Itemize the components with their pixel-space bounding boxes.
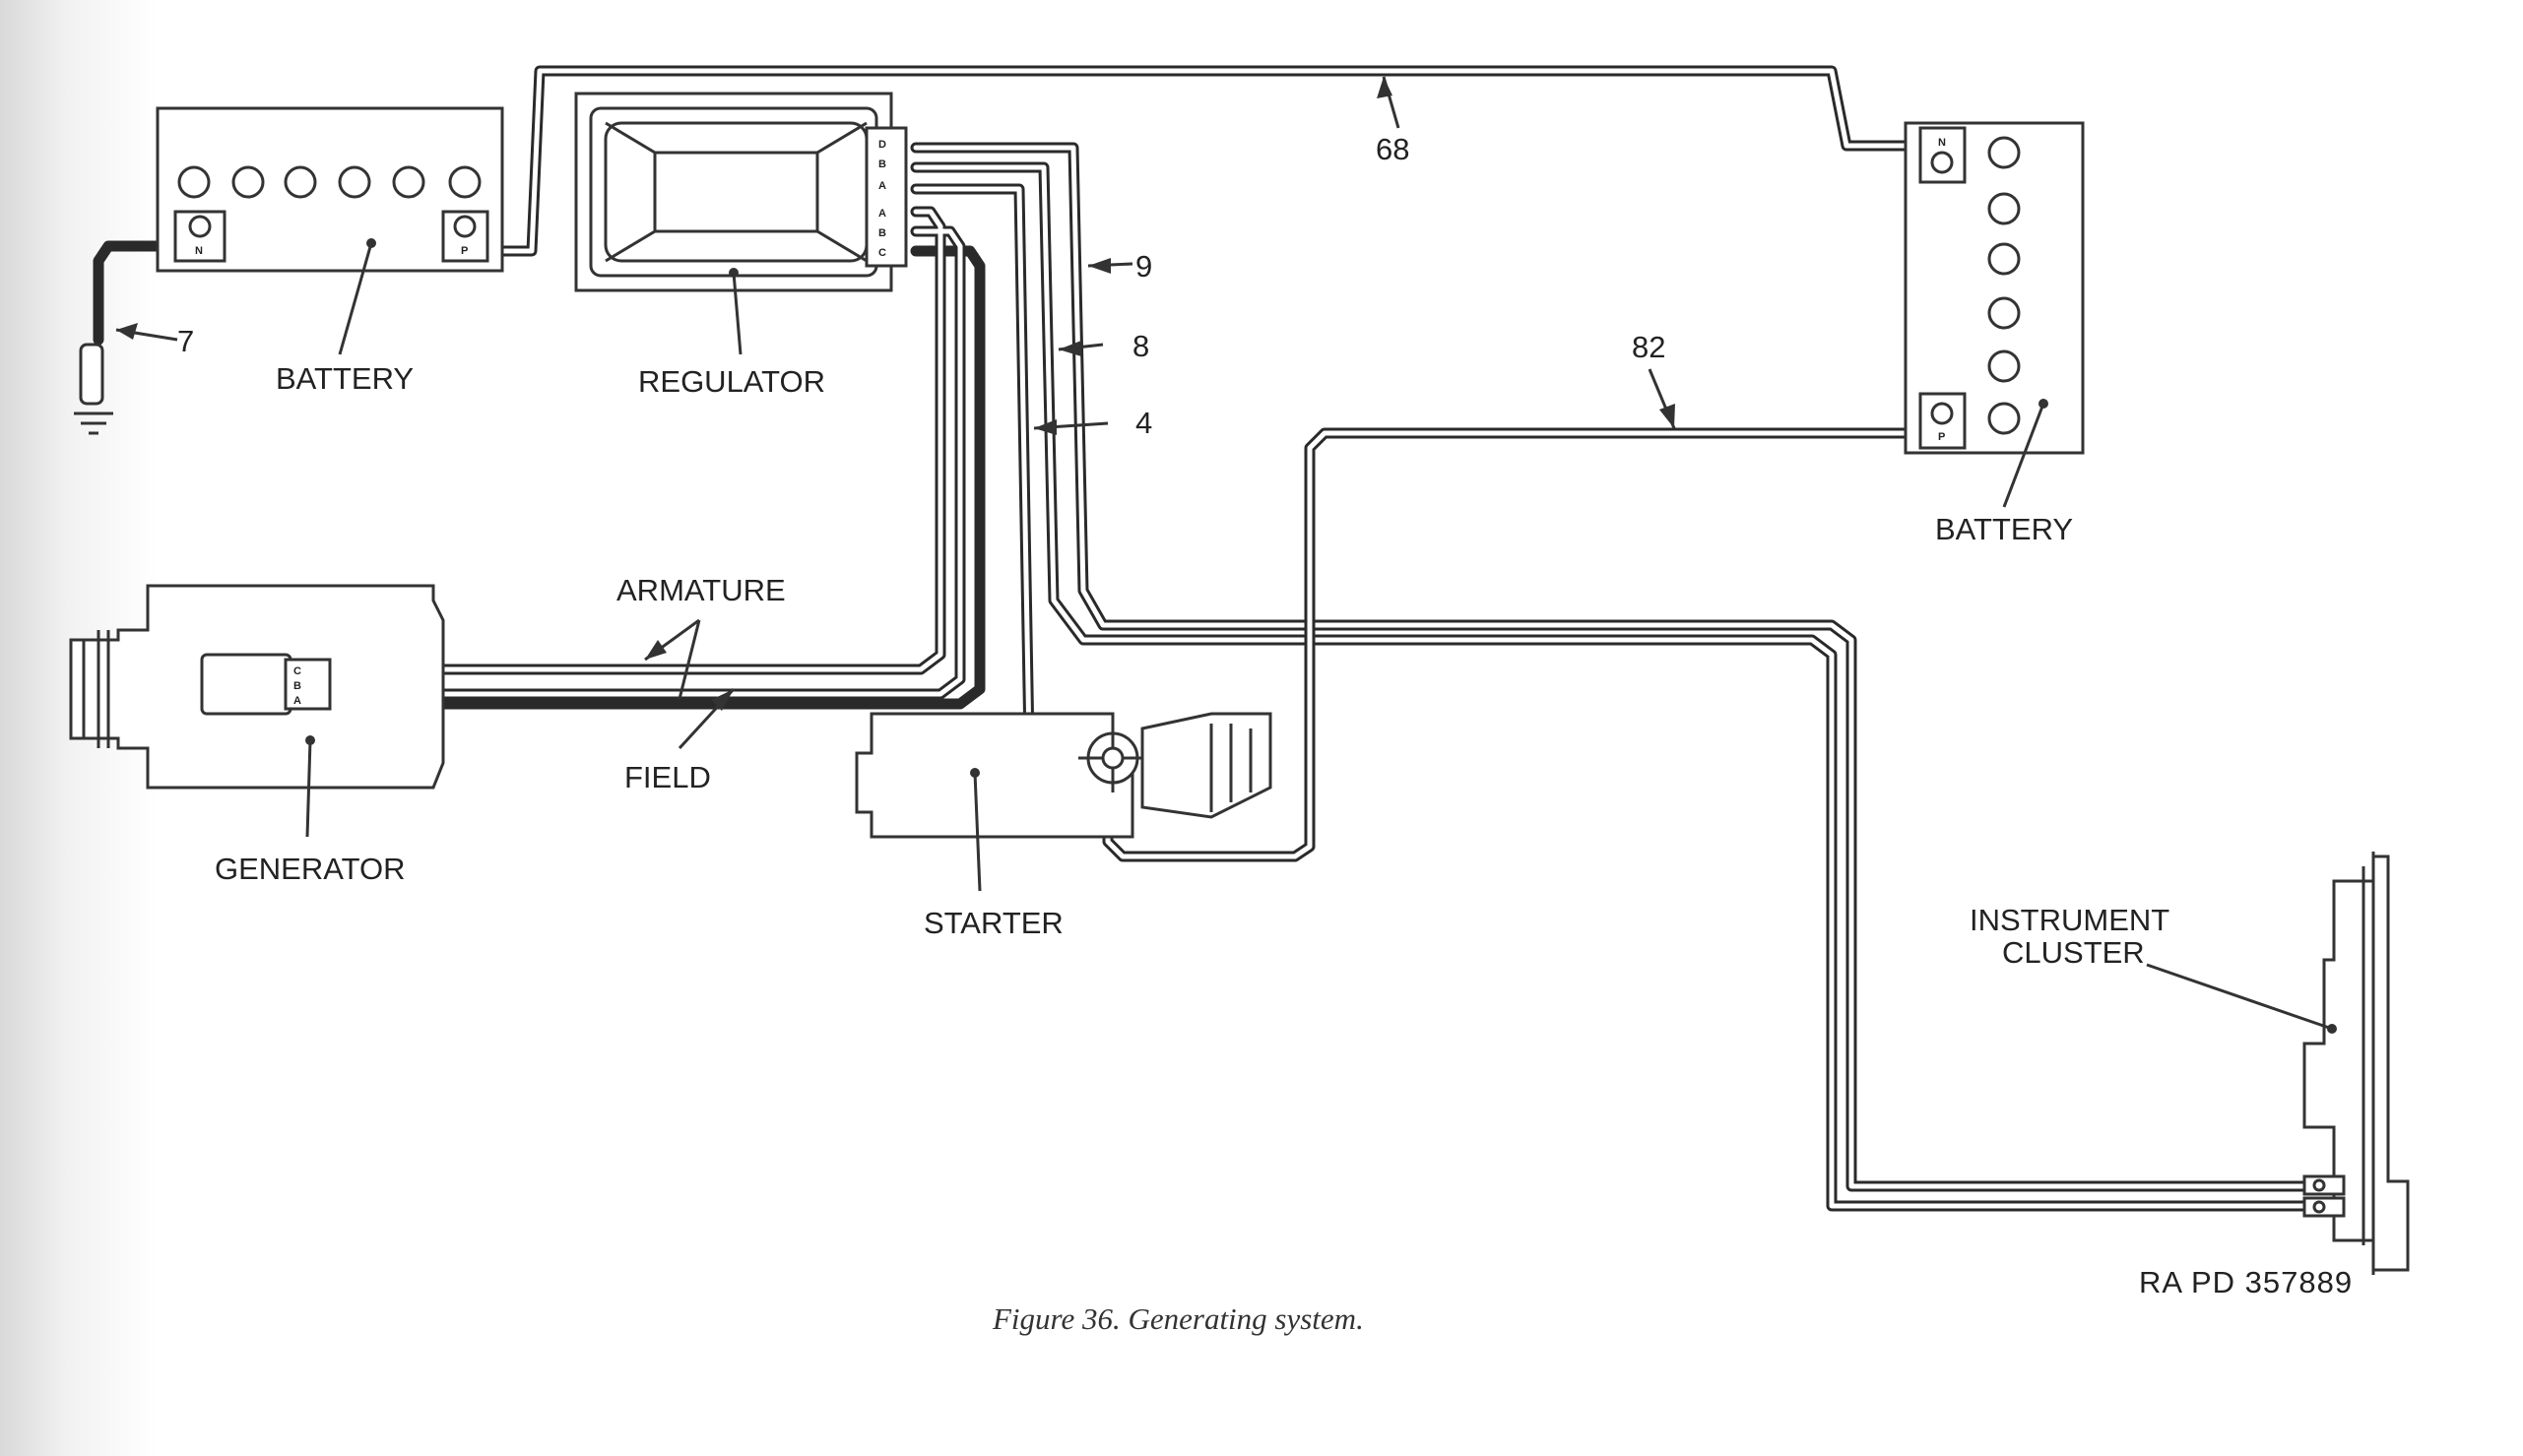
battery-left-cells (177, 165, 482, 199)
wire-9-number: 9 (1135, 249, 1152, 284)
wire-9-callout: 9 (1087, 249, 1152, 284)
field-label: FIELD (624, 760, 711, 794)
wire-68 (491, 65, 1926, 257)
generator: C B A GENERATOR (69, 584, 445, 886)
regulator-label: REGULATOR (638, 364, 825, 399)
instrument-cluster: INSTRUMENT CLUSTER (1970, 852, 2410, 1275)
svg-text:B: B (293, 680, 301, 692)
battery-left-label: BATTERY (276, 361, 414, 396)
regulator: D B A A B C REGULATOR (574, 92, 908, 399)
wire-82 (1102, 427, 1941, 862)
instrument-cluster-label-line2: CLUSTER (2002, 935, 2145, 970)
battery-left-positive-terminal: P (441, 210, 489, 263)
figure-caption: Figure 36. Generating system. (992, 1301, 1364, 1336)
wire-7-number: 7 (177, 324, 194, 358)
battery-right-cells (1987, 136, 2021, 435)
plate-code: RA PD 357889 (2139, 1265, 2353, 1299)
armature-label: ARMATURE (616, 573, 786, 607)
wires (93, 65, 2310, 1212)
battery-left-negative-terminal: N (173, 210, 226, 263)
svg-text:P: P (1938, 431, 1945, 443)
svg-text:B: B (878, 227, 886, 239)
starter: STARTER (855, 712, 1272, 940)
wire-68-callout: 68 (1376, 76, 1409, 166)
svg-text:A: A (878, 208, 886, 220)
armature-callout: ARMATURE (616, 573, 786, 700)
starter-solenoid (1078, 724, 1147, 792)
svg-text:B: B (878, 158, 886, 170)
svg-text:C: C (878, 247, 886, 259)
svg-text:N: N (195, 245, 203, 257)
svg-text:A: A (878, 180, 886, 192)
generator-pulley (69, 630, 110, 748)
battery-right-positive-terminal: P (1918, 392, 1967, 450)
wire-4-number: 4 (1135, 406, 1152, 440)
wire-82-number: 82 (1632, 330, 1665, 364)
instrument-cluster-connectors (2302, 1174, 2346, 1218)
wire-8-number: 8 (1132, 329, 1149, 363)
battery-right: N P BATTERY (1904, 121, 2085, 546)
svg-text:C: C (293, 665, 301, 677)
svg-text:N: N (1938, 137, 1946, 149)
svg-text:A: A (293, 695, 301, 707)
instrument-cluster-label-line1: INSTRUMENT (1970, 903, 2169, 937)
battery-right-negative-terminal: N (1918, 126, 1967, 184)
battery-left: N P BATTERY (156, 106, 504, 396)
svg-text:P: P (461, 245, 468, 257)
generator-label: GENERATOR (215, 852, 406, 886)
wire-armature-field-bundle (329, 206, 986, 710)
regulator-terminals: D B A A B C (878, 139, 886, 259)
starter-label: STARTER (924, 906, 1064, 940)
wire-68-number: 68 (1376, 132, 1409, 166)
wire-4-callout: 4 (1033, 406, 1152, 440)
wire-82-callout: 82 (1632, 330, 1676, 429)
wire-8 (910, 161, 2310, 1212)
ground-lug: 7 (74, 323, 194, 435)
wire-9 (910, 142, 2310, 1192)
battery-right-label: BATTERY (1935, 512, 2073, 546)
wire-8-callout: 8 (1058, 329, 1149, 363)
field-callout: FIELD (624, 687, 736, 794)
svg-text:D: D (878, 139, 886, 151)
wire-7 (93, 240, 178, 346)
